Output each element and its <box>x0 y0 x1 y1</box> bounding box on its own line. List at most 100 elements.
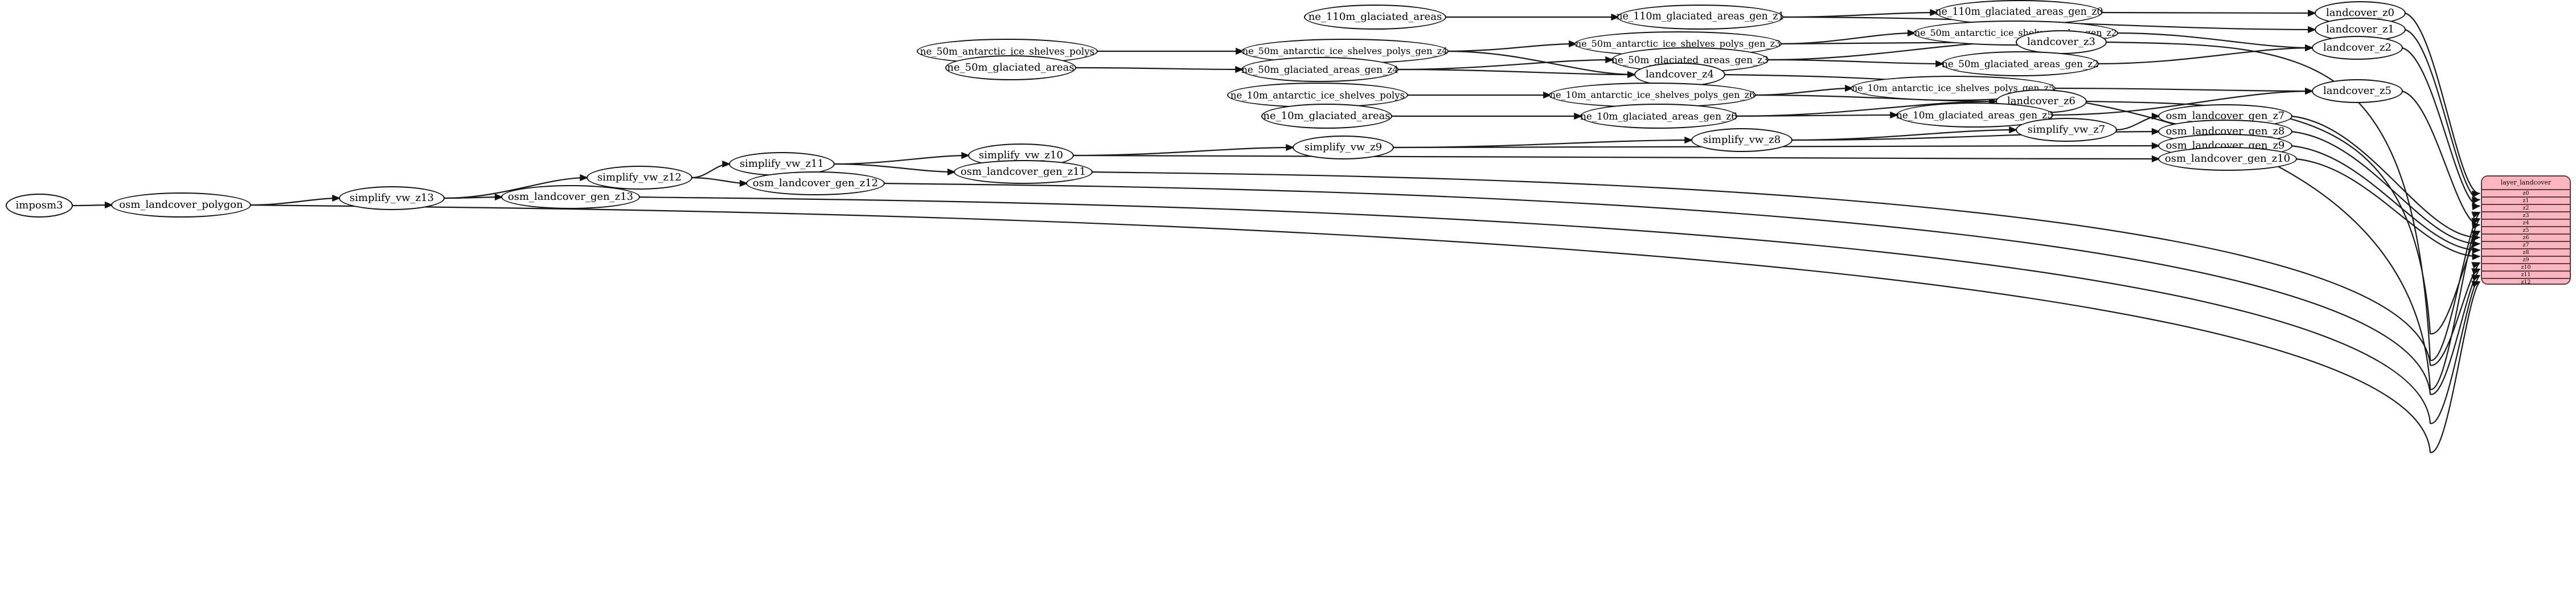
node-label: landcover_z2 <box>2323 42 2392 54</box>
edge-arrowhead <box>1845 84 1853 92</box>
node-label: ne_50m_glaciated_areas <box>947 61 1074 73</box>
edge-arrowhead <box>494 193 503 201</box>
table-row-z8[interactable]: z8 <box>2482 249 2570 257</box>
graph-node-landcover-z3[interactable]: landcover_z3 <box>2016 30 2107 54</box>
graph-node-imposm3[interactable]: imposm3 <box>6 194 73 218</box>
edge-arrowhead <box>1574 112 1583 120</box>
node-label: ne_10m_antarctic_ice_shelves_polys <box>1230 89 1405 101</box>
node-label: osm_landcover_gen_z11 <box>960 166 1086 178</box>
table-row-z6[interactable]: z6 <box>2482 235 2570 242</box>
node-label: ne_10m_antarctic_ice_shelves_polys_gen_z… <box>1851 83 2055 94</box>
edge-landcover-z0-to-layer-landcover-z0 <box>2405 12 2480 194</box>
edge-arrowhead <box>2471 262 2481 269</box>
graph-node-simplify-vw-z12[interactable]: simplify_vw_z12 <box>586 166 692 190</box>
graph-node-landcover-z2[interactable]: landcover_z2 <box>2312 36 2403 60</box>
graph-node-simplify-vw-z8[interactable]: simplify_vw_z8 <box>1691 128 1792 152</box>
node-label: ne_50m_antarctic_ice_shelves_polys <box>920 45 1095 57</box>
edge-arrowhead <box>1286 143 1295 151</box>
node-label: simplify_vw_z9 <box>1304 141 1383 153</box>
edge-arrowhead <box>2308 9 2316 17</box>
edge-arrowhead <box>739 179 748 187</box>
edge-arrowhead <box>2305 44 2314 52</box>
node-label: landcover_z5 <box>2323 85 2392 97</box>
table-row-z1[interactable]: z1 <box>2482 198 2570 205</box>
node-label: imposm3 <box>15 199 63 211</box>
graph-node-ne-10m-glaciated-areas-gen-z6[interactable]: ne_10m_glaciated_areas_gen_z6 <box>1580 104 1737 129</box>
node-label: osm_landcover_gen_z10 <box>2164 153 2291 165</box>
edge-ne-50m-glaciated-areas-to-ne-50m-glaciated-areas-gen-z4 <box>1074 67 1243 71</box>
table-row-z2[interactable]: z2 <box>2482 205 2570 212</box>
graph-node-simplify-vw-z9[interactable]: simplify_vw_z9 <box>1293 136 1394 159</box>
graph-node-ne-50m-glaciated-areas[interactable]: ne_50m_glaciated_areas <box>945 55 1076 80</box>
graph-node-osm-landcover-gen-z10[interactable]: osm_landcover_gen_z10 <box>2158 147 2297 171</box>
graph-node-ne-110m-glaciated-areas-gen-z1[interactable]: ne_110m_glaciated_areas_gen_z1 <box>1616 5 1785 30</box>
graph-node-osm-landcover-gen-z12[interactable]: osm_landcover_gen_z12 <box>746 171 885 195</box>
table-row-z9[interactable]: z9 <box>2482 257 2570 264</box>
graph-node-simplify-vw-z13[interactable]: simplify_vw_z13 <box>339 186 445 210</box>
edge-ne-110m-glaciated-areas-gen-z1-to-ne-110m-glaciated-areas-gen-z0 <box>1782 11 1938 18</box>
node-label: landcover_z6 <box>2007 95 2075 107</box>
edge-arrowhead <box>580 174 589 182</box>
edge-ne-10m-antarctic-ice-shelves-polys-gen-z6-to-landcover-z6 <box>1754 94 1997 102</box>
edge-arrowhead <box>2471 281 2481 288</box>
edge-osm-landcover-polygon-to-simplify-vw-z13 <box>249 197 340 206</box>
graph-node-ne-110m-glaciated-areas[interactable]: ne_110m_glaciated_areas <box>1304 5 1446 30</box>
node-label: simplify_vw_z8 <box>1703 134 1781 146</box>
edge-ne-50m-glaciated-areas-gen-z3-to-ne-50m-glaciated-areas-gen-z2 <box>1767 59 1943 65</box>
table-header: layer_landcover <box>2482 177 2570 190</box>
node-label: osm_landcover_polygon <box>119 199 243 211</box>
table-row-z7[interactable]: z7 <box>2482 242 2570 249</box>
table-row-z12[interactable]: z12 <box>2482 279 2570 284</box>
table-row-label: z4 <box>2522 220 2529 226</box>
table-row-z4[interactable]: z4 <box>2482 220 2570 227</box>
node-label: simplify_vw_z11 <box>740 158 824 170</box>
edge-osm-landcover-polygon-to-layer-landcover-z14- <box>249 204 2480 453</box>
graph-node-ne-10m-antarctic-ice-shelves-polys-gen-z6[interactable]: ne_10m_antarctic_ice_shelves_polys_gen_z… <box>1549 83 1756 108</box>
node-label: ne_10m_glaciated_areas <box>1263 110 1390 122</box>
graph-node-ne-10m-antarctic-ice-shelves-polys[interactable]: ne_10m_antarctic_ice_shelves_polys <box>1227 83 1408 108</box>
graph-node-ne-10m-glaciated-areas-gen-z5[interactable]: ne_10m_glaciated_areas_gen_z5 <box>1896 102 2053 128</box>
table-row-z5[interactable]: z5 <box>2482 227 2570 235</box>
edge-arrowhead <box>947 168 956 176</box>
node-label: simplify_vw_z12 <box>597 171 682 183</box>
node-label: landcover_z1 <box>2326 23 2394 35</box>
node-label: osm_landcover_gen_z7 <box>2165 110 2285 122</box>
node-label: ne_50m_glaciated_areas_gen_z2 <box>1942 58 2099 69</box>
graph-node-osm-landcover-polygon[interactable]: osm_landcover_polygon <box>111 192 251 218</box>
node-label: ne_110m_glaciated_areas <box>1308 11 1442 23</box>
edge-ne-10m-antarctic-ice-shelves-polys-gen-z6-to-ne-10m-antarctic-ice-shelves-polys-gen-z5 <box>1754 87 1853 96</box>
edge-osm-landcover-gen-z12-to-layer-landcover-z12 <box>883 182 2480 395</box>
node-label: ne_50m_antarctic_ice_shelves_polys_gen_z… <box>1575 38 1781 49</box>
node-label: ne_50m_glaciated_areas_gen_z4 <box>1241 63 1398 75</box>
table-row-label: z11 <box>2521 272 2531 278</box>
table-row-z10[interactable]: z10 <box>2482 264 2570 272</box>
graph-node-simplify-vw-z7[interactable]: simplify_vw_z7 <box>2016 118 2117 142</box>
edge-simplify-vw-z10-to-simplify-vw-z9 <box>1073 146 1294 157</box>
edge-arrowhead <box>1569 40 1577 48</box>
graph-node-osm-landcover-gen-z13[interactable]: osm_landcover_gen_z13 <box>501 185 640 209</box>
edge-ne-50m-glaciated-areas-gen-z4-to-ne-50m-glaciated-areas-gen-z3 <box>1397 59 1613 71</box>
table-row-z11[interactable]: z11 <box>2482 272 2570 279</box>
table-row-z3[interactable]: z3 <box>2482 212 2570 220</box>
edge-ne-10m-glaciated-areas-gen-z5-to-landcover-z5 <box>2052 90 2313 116</box>
edge-ne-50m-antarctic-ice-shelves-polys-gen-z2-to-landcover-z2 <box>2116 32 2313 49</box>
edge-osm-landcover-gen-z9-to-layer-landcover-z9 <box>2291 145 2480 251</box>
edge-arrowhead <box>104 201 113 209</box>
table-row-z0[interactable]: z0 <box>2482 190 2570 198</box>
graph-node-ne-10m-glaciated-areas[interactable]: ne_10m_glaciated_areas <box>1261 104 1392 129</box>
edge-ne-50m-antarctic-ice-shelves-polys-gen-z4-to-ne-50m-antarctic-ice-shelves-polys-gen-z3 <box>1446 43 1577 52</box>
edge-arrowhead <box>2308 26 2316 34</box>
edge-arrowhead <box>2471 268 2481 275</box>
edge-arrowhead <box>2151 155 2160 163</box>
edge-ne-50m-glaciated-areas-gen-z4-to-landcover-z4 <box>1397 68 1635 76</box>
graph-node-ne-50m-glaciated-areas-gen-z2[interactable]: ne_50m_glaciated_areas_gen_z2 <box>1942 51 2099 76</box>
graph-node-landcover-z5[interactable]: landcover_z5 <box>2312 79 2403 103</box>
edge-osm-landcover-gen-z10-to-layer-landcover-z10 <box>2295 158 2480 257</box>
graph-node-ne-50m-glaciated-areas-gen-z4[interactable]: ne_50m_glaciated_areas_gen_z4 <box>1241 57 1398 82</box>
edge-arrowhead <box>2151 128 2160 136</box>
graph-node-osm-landcover-gen-z11[interactable]: osm_landcover_gen_z11 <box>954 160 1093 184</box>
graph-node-ne-10m-antarctic-ice-shelves-polys-gen-z5[interactable]: ne_10m_antarctic_ice_shelves_polys_gen_z… <box>1851 76 2056 101</box>
edge-simplify-vw-z10-to-osm-landcover-gen-z10 <box>1073 154 2160 160</box>
